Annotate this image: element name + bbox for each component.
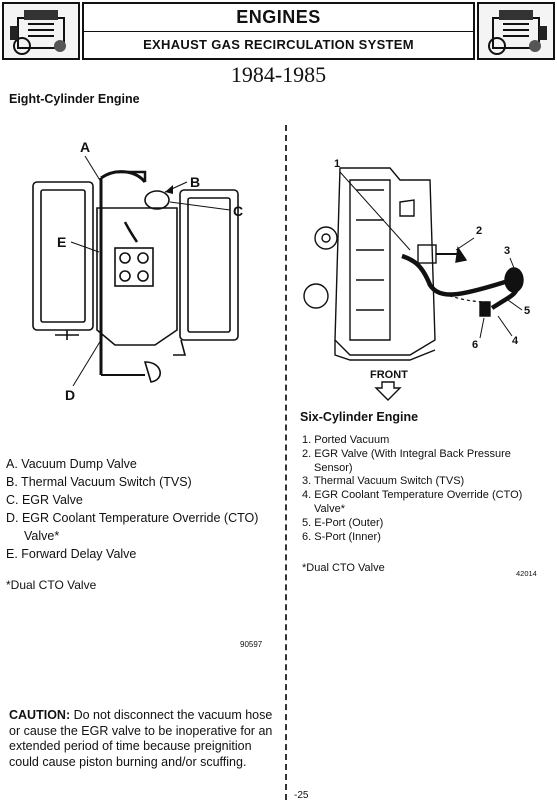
legend-item-2-continued: Sensor) <box>314 461 353 474</box>
legend-item-b: B. Thermal Vacuum Switch (TVS) <box>6 475 192 489</box>
legend-item-4-continued: Valve* <box>314 502 345 515</box>
six-cylinder-legend: 1. Ported Vacuum 2. EGR Valve (With Inte… <box>302 434 552 544</box>
legend-item-1: 1. Ported Vacuum <box>302 434 390 446</box>
legend-item-a: A. Vacuum Dump Valve <box>6 457 137 471</box>
legend-item-c: C. EGR Valve <box>6 493 83 507</box>
callout-2: 2 <box>476 225 482 237</box>
legend-item-d-continued: Valve* <box>24 529 60 543</box>
legend-item-d: D. EGR Coolant Temperature Override (CTO… <box>6 511 259 525</box>
model-years: 1984-1985 <box>230 62 327 87</box>
engine-icon-right <box>477 2 555 60</box>
page-number: -25 <box>294 790 309 801</box>
right-figure-number: 42014 <box>516 569 537 578</box>
page-header: ENGINES EXHAUST GAS RECIRCULATION SYSTEM <box>0 0 557 62</box>
legend-item-4: 4. EGR Coolant Temperature Override (CTO… <box>302 489 523 502</box>
callout-1: 1 <box>334 158 340 170</box>
callout-a: A <box>80 139 90 155</box>
six-cylinder-diagram: FRONT 1 2 3 5 4 6 <box>290 150 555 405</box>
callout-e: E <box>57 234 66 250</box>
legend-item-6: 6. S-Port (Inner) <box>302 530 381 543</box>
header-subtitle: EXHAUST GAS RECIRCULATION SYSTEM <box>82 32 475 60</box>
legend-item-e: E. Forward Delay Valve <box>6 547 137 561</box>
engine-icon-left <box>2 2 80 60</box>
front-label: FRONT <box>370 369 408 381</box>
eight-cylinder-legend: A. Vacuum Dump Valve B. Thermal Vacuum S… <box>6 455 278 563</box>
legend-item-5: 5. E-Port (Outer) <box>302 516 384 529</box>
front-arrow-icon <box>374 381 402 401</box>
callout-6: 6 <box>472 339 478 351</box>
eight-cylinder-illustration: A B C E D <box>32 139 243 403</box>
callout-b: B <box>190 174 200 190</box>
left-footnote: *Dual CTO Valve <box>6 578 97 592</box>
header-title: ENGINES <box>82 2 475 32</box>
callout-3: 3 <box>504 245 510 257</box>
eight-cylinder-diagram: A B C E D <box>5 130 280 420</box>
callout-d: D <box>65 387 75 403</box>
six-cylinder-title: Six-Cylinder Engine <box>300 410 419 424</box>
caution-label: CAUTION: <box>9 708 71 722</box>
callout-4: 4 <box>512 335 519 347</box>
six-cylinder-illustration: FRONT 1 2 3 5 4 6 <box>303 158 530 401</box>
callout-c: C <box>233 203 243 219</box>
caution-text: Do not disconnect the vacuum hose or cau… <box>9 708 273 769</box>
left-figure-number: 90597 <box>240 640 263 649</box>
legend-item-3: 3. Thermal Vacuum Switch (TVS) <box>302 475 465 488</box>
callout-5: 5 <box>524 305 530 317</box>
caution-note: CAUTION: Do not disconnect the vacuum ho… <box>9 708 281 770</box>
column-divider <box>285 125 287 800</box>
legend-item-2: 2. EGR Valve (With Integral Back Pressur… <box>302 447 511 460</box>
right-footnote: *Dual CTO Valve <box>302 562 385 574</box>
eight-cylinder-title: Eight-Cylinder Engine <box>9 92 140 106</box>
